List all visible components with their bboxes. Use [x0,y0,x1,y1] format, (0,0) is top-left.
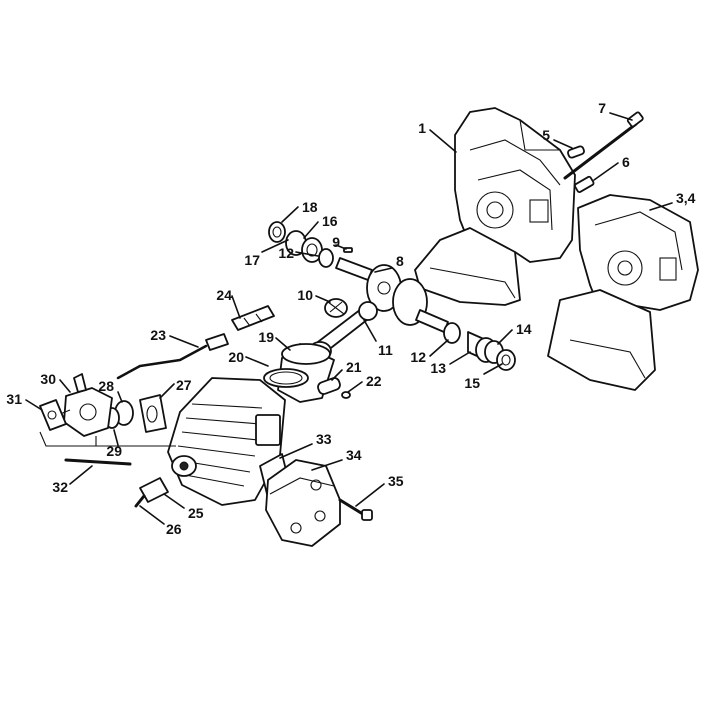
callout-labels: 1 3,4 5 6 7 8 9 10 11 12 12 13 14 15 16 … [6,100,695,537]
callout-29: 29 [106,443,122,459]
callout-27: 27 [176,377,192,393]
callout-33: 33 [316,431,332,447]
crankcase-half-right-part [547,194,699,391]
callout-12-right: 12 [410,349,426,365]
callout-34: 34 [346,447,362,463]
callout-30: 30 [40,371,56,387]
callout-15: 15 [464,375,480,391]
callout-22: 22 [366,373,382,389]
screw-7-part [563,111,644,180]
needle-cage-10-part [324,298,348,318]
callout-8: 8 [396,253,404,269]
seal-18-part [268,221,286,243]
spark-plug-25-part [134,477,169,508]
impulse-hose-23-part [116,333,229,380]
callout-18: 18 [302,199,318,215]
callout-26: 26 [166,521,182,537]
callout-10: 10 [297,287,313,303]
callout-17: 17 [244,252,260,268]
crankcase-half-left-part [414,107,576,306]
callout-25: 25 [188,505,204,521]
callout-32: 32 [52,479,68,495]
ring-15-part [496,349,516,371]
callout-6: 6 [622,154,630,170]
sleeve-6-part [574,175,595,193]
muffler-34-part [265,459,341,547]
callout-31: 31 [6,391,22,407]
callout-28: 28 [98,378,114,394]
callout-23: 23 [150,327,166,343]
piston-pin-21-part [317,377,341,395]
callout-3-4: 3,4 [676,190,696,206]
gasket-31-part [39,399,67,431]
cylinder-part [167,377,286,506]
callout-16: 16 [322,213,338,229]
callout-21: 21 [346,359,362,375]
bracket-lines [39,431,176,447]
callout-14: 14 [516,321,532,337]
callout-13: 13 [430,360,446,376]
callout-5: 5 [542,127,550,143]
callout-1: 1 [418,120,426,136]
intake-flange-27-part [139,394,167,433]
muffler-screw-35-part [338,498,373,521]
long-screw-32-part [64,458,132,466]
callout-19: 19 [258,329,274,345]
circlip-22-part [341,391,351,399]
callout-7: 7 [598,100,606,116]
washer-12-left-part [318,248,334,268]
leader-lines [25,112,673,525]
callout-20: 20 [228,349,244,365]
crankshaft-8-part [335,257,449,333]
pin-5-part [567,145,585,159]
rubber-block-24-part [231,305,275,331]
callout-12-left: 12 [278,245,294,261]
callout-11: 11 [378,342,393,358]
piston-ring-20-part [263,368,309,388]
washer-12-right-part [443,322,461,344]
callout-9: 9 [332,234,340,250]
callout-24: 24 [216,287,232,303]
callout-35: 35 [388,473,404,489]
